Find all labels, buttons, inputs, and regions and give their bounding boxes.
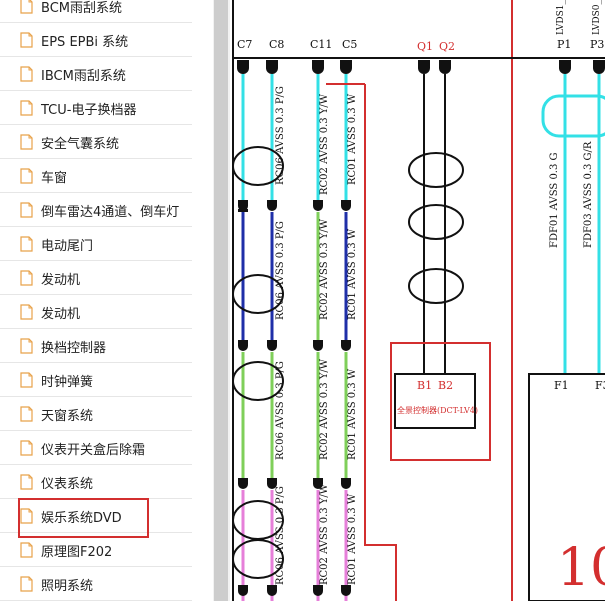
sidebar-item-label: 时钟弹簧 [41,375,94,390]
wiring-diagram-canvas: C7 C8 C11 C5 Q1 Q2 P1 P3 LVDS1_ LVDS0_ [232,0,605,601]
sidebar-item-label: 安全气囊系统 [41,137,120,152]
sidebar-item[interactable]: 仪表系统 [0,466,192,499]
signal-label-lvds0: LVDS0_ [592,0,602,35]
wire-label: RC06 AVSS 0.3 P/G [275,486,286,585]
vertical-scrollbar-thumb[interactable] [214,0,228,601]
wire-label: RC01 AVSS 0.3 W [347,493,358,585]
wire-label: RC02 AVSS 0.3 Y/W [319,483,330,585]
sidebar-item-label: 电动尾门 [41,239,94,254]
selection-highlight-box [18,498,149,538]
document-icon [20,542,33,558]
inline-connectors [238,200,351,596]
sidebar-item-label: 发动机 [41,307,81,322]
document-icon [20,474,33,490]
sidebar-item[interactable]: 换档控制器 [0,330,192,363]
sidebar-item[interactable]: BCM雨刮系统 [0,0,192,23]
module-name: 全景控制器(DCT-LV4) [397,405,478,415]
sidebar-item-label: 发动机 [41,273,81,288]
pin-label-c11: C11 [310,38,332,51]
wire-label: RC02 AVSS 0.3 Y/W [319,358,330,460]
sidebar-item-label: 倒车雷达4通道、倒车灯 [41,205,180,220]
sidebar-item[interactable]: 安全气囊系统 [0,126,192,159]
sidebar-item-label: 照明系统 [41,579,94,594]
document-icon [20,270,33,286]
wire-label: RC02 AVSS 0.3 Y/W [319,93,330,195]
wire-label: RC01 AVSS 0.3 W [347,368,358,460]
document-icon [20,32,33,48]
module-pin-b2: B2 [438,379,453,392]
wire-label: FDF03 AVSS 0.3 G/R [583,141,594,248]
sidebar-item[interactable]: 倒车雷达4通道、倒车灯 [0,194,192,227]
document-icon [20,66,33,82]
wire-loop [541,94,605,138]
sidebar-item-label: 娱乐系统DVD [41,511,122,526]
panorama-controller-module [394,373,476,429]
sidebar-item-label: 仪表系统 [41,477,94,492]
sidebar-item[interactable]: 原理图F202 [0,534,192,567]
document-icon [20,100,33,116]
sidebar-item[interactable]: 仪表开关盒后除霜 [0,432,192,465]
sidebar-item[interactable]: 发动机 [0,262,192,295]
sidebar-item-label: 原理图F202 [41,545,113,560]
sidebar-item[interactable]: IBCM雨刮系统 [0,58,192,91]
right-module-pin-f1: F1 [554,379,569,392]
wire-label: RC06 AVSS 0.3 P/G [275,86,286,185]
sidebar-item-label: 车窗 [41,171,68,186]
pin-label-c8: C8 [269,38,284,51]
sidebar-item-selected[interactable]: 娱乐系统DVD [0,500,192,533]
sidebar-item[interactable]: 电动尾门 [0,228,192,261]
document-icon [20,338,33,354]
sidebar-item[interactable]: 时钟弹簧 [0,364,192,397]
pin-label-c5: C5 [342,38,357,51]
wire-segment-red [364,541,397,601]
wire-label: FDF01 AVSS 0.3 G [549,152,560,248]
right-module-pin-f3: F3 [595,379,605,392]
sidebar-item[interactable]: 照明系统 [0,568,192,601]
module-highlight-box [390,342,491,461]
twisted-pair-markers [232,146,464,579]
sidebar-item[interactable]: 发动机 [0,296,192,329]
pin-label-q1: Q1 [417,40,433,53]
pin-label-p1: P1 [557,38,571,51]
document-icon [20,508,33,524]
document-icon [20,576,33,592]
bus-pin-connectors [237,60,605,74]
wire-label: RC01 AVSS 0.3 W [347,228,358,320]
sidebar-item[interactable]: 车窗 [0,160,192,193]
document-icon [20,372,33,388]
document-icon [20,168,33,184]
right-module-big-number: 10 [557,538,605,598]
sidebar-item-label: TCU-电子换档器 [41,103,137,118]
sidebar-item[interactable]: EPS EPBi 系统 [0,24,192,57]
document-icon [20,440,33,456]
document-icon [20,134,33,150]
wire-label: RC06 AVSS 0.3 P/G [275,221,286,320]
pin-label-p3: P3 [590,38,604,51]
document-icon [20,236,33,252]
sidebar-item-label: IBCM雨刮系统 [41,69,126,84]
pin-label-c7: C7 [237,38,252,51]
sidebar-item-label: 天窗系统 [41,409,94,424]
document-icon [20,304,33,320]
right-module-box [528,373,605,601]
pin-label-q2: Q2 [439,40,455,53]
module-pin-b1: B1 [417,379,432,392]
signal-label-lvds1: LVDS1_ [556,0,566,35]
sidebar-item-label: BCM雨刮系统 [41,1,122,16]
document-icon [20,202,33,218]
file-tree-sidebar: BCM雨刮系统 EPS EPBi 系统 IBCM雨刮系统 TCU-电子换档器 安… [0,0,213,601]
document-icon [20,0,33,14]
sidebar-item[interactable]: 天窗系统 [0,398,192,431]
document-icon [20,406,33,422]
wire-label: RC01 AVSS 0.3 W [347,93,358,185]
sidebar-item-label: 仪表开关盒后除霜 [41,443,146,458]
sidebar-item-label: EPS EPBi 系统 [41,35,129,50]
sidebar-item-label: 换档控制器 [41,341,107,356]
sidebar-item[interactable]: TCU-电子换档器 [0,92,192,125]
wire-label: RC02 AVSS 0.3 Y/W [319,218,330,320]
wire-label: RC06 AVSS 0.3 P/G [275,361,286,460]
